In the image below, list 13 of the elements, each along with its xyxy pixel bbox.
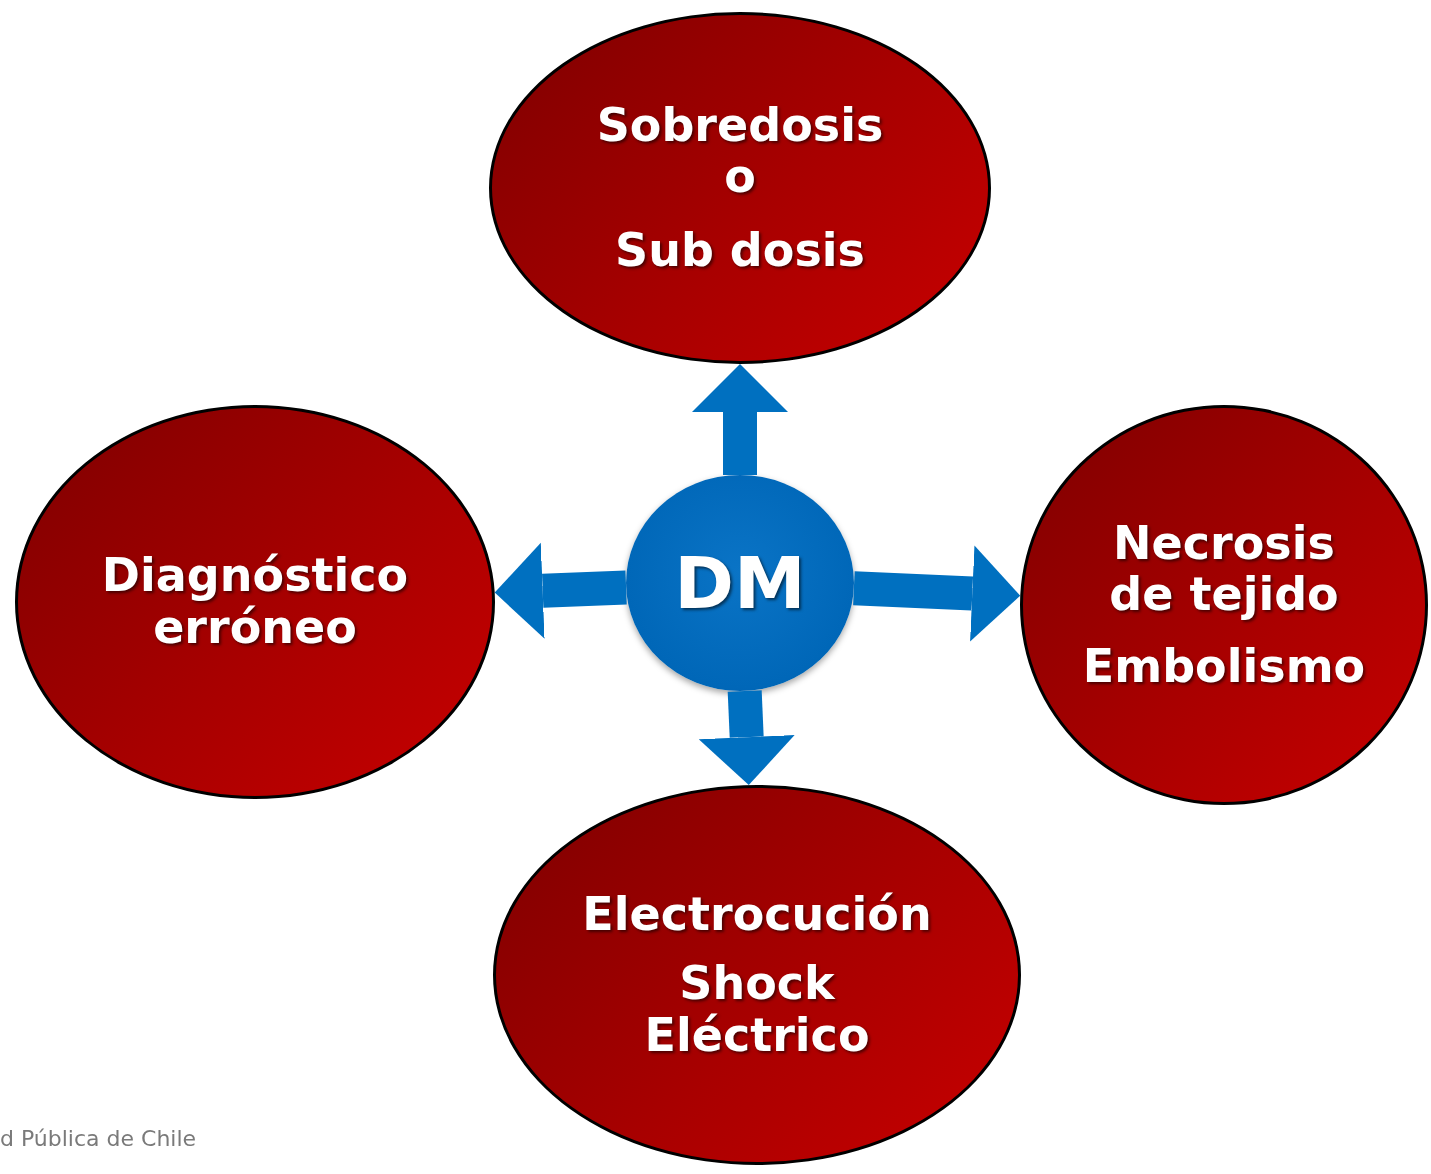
cause-label: Necrosis de tejido xyxy=(1108,517,1340,621)
block-arrow xyxy=(853,545,1021,642)
cause-label: Electrocución xyxy=(582,888,932,941)
cause-label: Sub dosis xyxy=(615,224,865,277)
cause-label: Sobredosis o xyxy=(595,99,885,203)
block-arrow xyxy=(698,690,795,786)
block-arrow xyxy=(692,364,788,475)
center-label: DM xyxy=(674,542,806,624)
cause-label: Embolismo xyxy=(1082,640,1366,693)
footer-text: d Pública de Chile xyxy=(0,1126,197,1151)
cause-label: Diagnóstico erróneo xyxy=(100,550,410,654)
cause-label: Shock Eléctrico xyxy=(643,958,871,1062)
block-arrow xyxy=(494,542,627,639)
